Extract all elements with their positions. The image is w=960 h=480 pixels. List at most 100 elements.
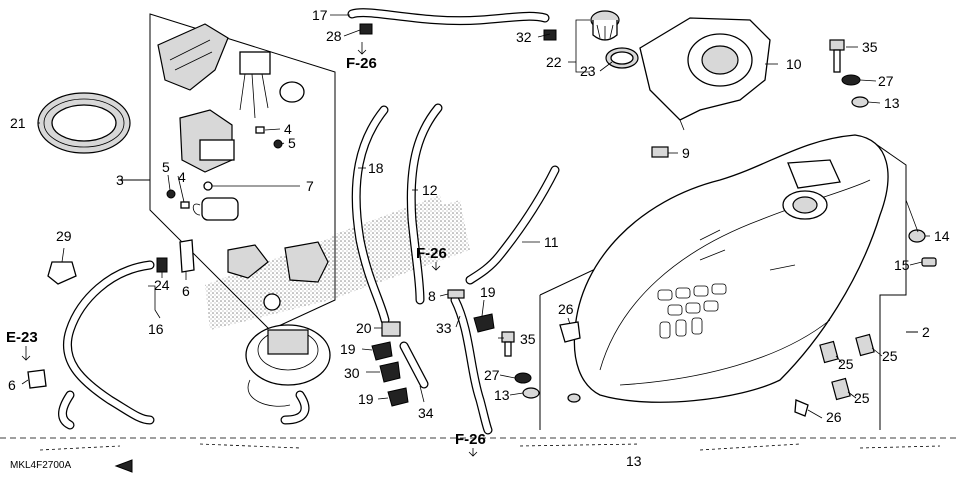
pump-motor[interactable] — [192, 197, 239, 221]
pump-filter-body[interactable] — [179, 109, 235, 173]
gasket-21[interactable] — [37, 92, 131, 154]
callout-19-c: 19 — [358, 391, 374, 407]
cap-seal-23[interactable] — [605, 47, 639, 69]
callout-27-top: 27 — [878, 73, 894, 89]
bracket-6-a[interactable] — [179, 239, 195, 273]
clip-32[interactable] — [543, 29, 557, 41]
callout-21: 21 — [10, 115, 26, 131]
clip-29[interactable] — [47, 261, 77, 285]
grommet-4-a[interactable] — [255, 126, 265, 134]
callout-19-b: 19 — [340, 341, 356, 357]
callout-32: 32 — [516, 29, 532, 45]
pump-bracket[interactable] — [157, 23, 229, 91]
washer-27-lower[interactable] — [514, 372, 532, 384]
hose-18[interactable] — [351, 105, 390, 325]
hose-12[interactable] — [406, 103, 443, 305]
callout-35-lower: 35 — [520, 331, 536, 347]
callout-26-right: 26 — [826, 409, 842, 425]
hose-16-lower[interactable] — [58, 390, 75, 430]
clip-24[interactable] — [156, 257, 168, 273]
clip-28[interactable] — [359, 23, 373, 35]
pump-hose-outlet[interactable] — [280, 390, 310, 425]
hose-17[interactable] — [347, 8, 550, 26]
callout-17: 17 — [312, 7, 328, 23]
bolt-15[interactable] — [921, 257, 937, 267]
pump-base-plate[interactable] — [245, 324, 331, 407]
callout-34: 34 — [418, 405, 434, 421]
callout-29: 29 — [56, 228, 72, 244]
callout-5-b: 5 — [162, 159, 170, 175]
cushion-25-c[interactable] — [831, 377, 851, 401]
pump-sender-unit[interactable] — [239, 51, 305, 119]
joint-20[interactable] — [381, 321, 401, 337]
callout-33: 33 — [436, 320, 452, 336]
callout-14: 14 — [934, 228, 950, 244]
nut-13-tank[interactable] — [567, 393, 581, 403]
bolt-5-a[interactable] — [273, 139, 283, 149]
grommet-4-b[interactable] — [180, 201, 190, 209]
reference-arrows — [21, 42, 478, 473]
diagram-code: MKL4F2700A — [10, 460, 71, 471]
cushion-25-a[interactable] — [819, 340, 839, 364]
callout-23: 23 — [580, 63, 596, 79]
callout-30: 30 — [344, 365, 360, 381]
rubber-14[interactable] — [908, 229, 926, 243]
callout-28: 28 — [326, 28, 342, 44]
valve-9[interactable] — [651, 146, 669, 158]
pump-filter-lower[interactable] — [227, 241, 329, 311]
fuel-tank[interactable] — [573, 134, 889, 403]
clip-19-a[interactable] — [473, 313, 495, 333]
callout-11: 11 — [544, 234, 559, 250]
callout-13-bottom: 13 — [626, 453, 642, 469]
o-ring-7[interactable] — [203, 181, 213, 191]
callout-9: 9 — [682, 145, 690, 161]
callout-8: 8 — [428, 288, 436, 304]
callout-27-lower: 27 — [484, 367, 500, 383]
bolt-35-lower[interactable] — [501, 331, 515, 357]
nut-13-top[interactable] — [851, 96, 869, 108]
callout-15: 15 — [894, 257, 910, 273]
nut-13-lower[interactable] — [522, 387, 540, 399]
ref-f26-middle: F-26 — [416, 245, 447, 262]
callout-35-top: 35 — [862, 39, 878, 55]
callout-13-top: 13 — [884, 95, 900, 111]
callout-3: 3 — [116, 172, 124, 188]
cushion-25-b[interactable] — [855, 333, 875, 357]
callout-24: 24 — [154, 277, 170, 293]
tube-34[interactable] — [399, 341, 429, 389]
callout-26-left: 26 — [558, 301, 574, 317]
ref-f26-top: F-26 — [346, 55, 377, 72]
clip-26-left[interactable] — [559, 321, 581, 343]
washer-27-top[interactable] — [841, 74, 861, 86]
filler-pipe-10[interactable] — [639, 17, 771, 131]
callout-4-a: 4 — [284, 121, 292, 137]
callout-6-a: 6 — [182, 283, 190, 299]
callout-20: 20 — [356, 320, 372, 336]
fuel-cap-22[interactable] — [590, 10, 620, 41]
hose-33[interactable] — [450, 295, 493, 435]
callout-2: 2 — [922, 324, 930, 340]
callout-25-a: 25 — [838, 356, 854, 372]
bottom-clipped-area — [0, 437, 960, 451]
clip-26-right[interactable] — [794, 399, 809, 417]
callout-18: 18 — [368, 160, 384, 176]
clip-30[interactable] — [379, 361, 401, 383]
bolt-5-b[interactable] — [166, 189, 176, 199]
callout-16: 16 — [148, 321, 164, 337]
clip-19-c[interactable] — [387, 387, 409, 407]
callout-19-a: 19 — [480, 284, 496, 300]
fuel-pump-group-outline — [118, 13, 336, 331]
callout-6-b: 6 — [8, 377, 16, 393]
clip-19-b[interactable] — [371, 341, 393, 361]
callout-13-lower: 13 — [494, 387, 510, 403]
joint-8[interactable] — [447, 289, 465, 299]
bracket-6-b[interactable] — [27, 369, 47, 389]
ref-e23: E-23 — [6, 329, 38, 346]
callout-22: 22 — [546, 54, 562, 70]
hose-11[interactable] — [465, 165, 560, 285]
callout-5-a: 5 — [288, 135, 296, 151]
bolt-35-top[interactable] — [829, 39, 845, 73]
callout-4-b: 4 — [178, 169, 186, 185]
hose-16[interactable] — [62, 260, 155, 425]
